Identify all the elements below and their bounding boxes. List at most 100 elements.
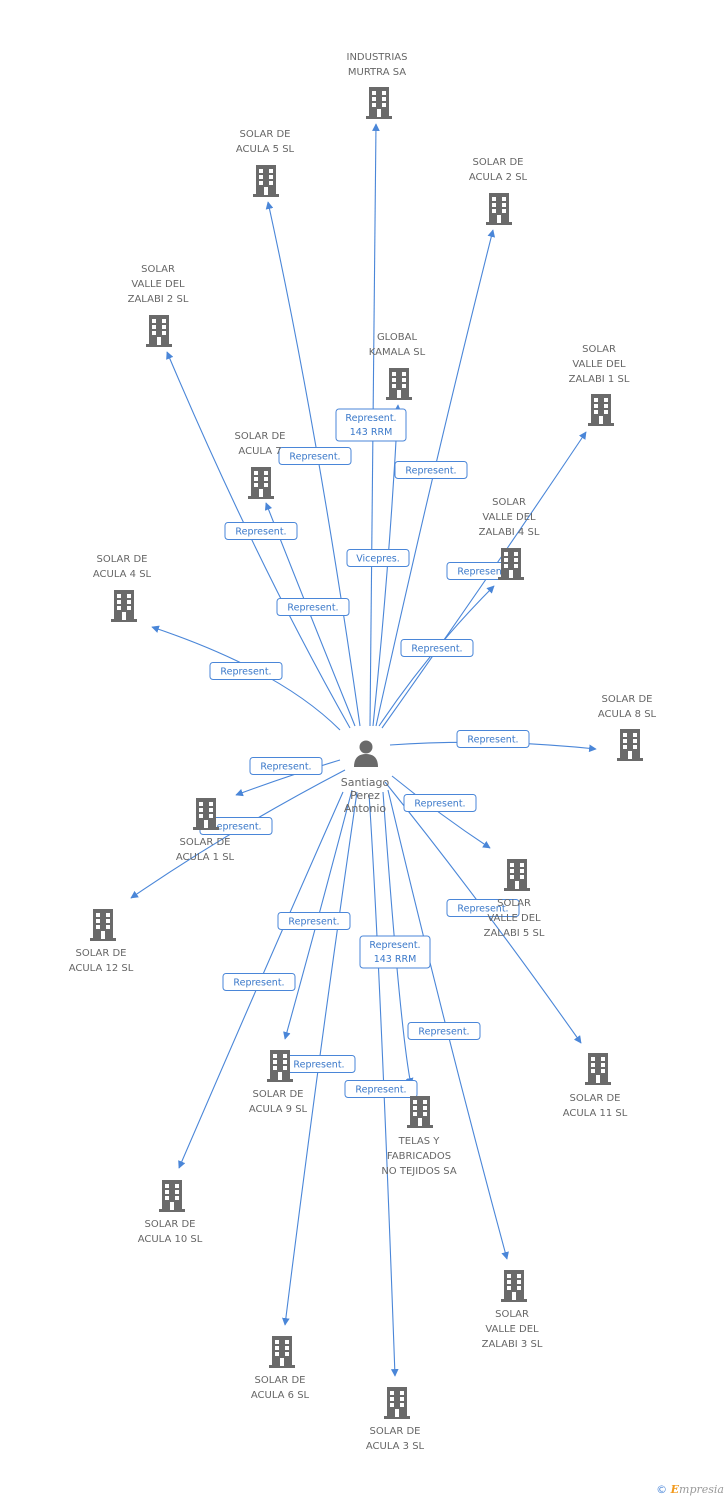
company-name-line[interactable]: SOLAR DE — [569, 1093, 620, 1104]
edge-label-industrias-murtra[interactable]: Represent.143 RRM — [335, 408, 407, 442]
edge-label-solar-de-acula-7[interactable]: Represent. — [276, 598, 350, 616]
person-icon[interactable] — [354, 740, 378, 768]
company-node-solar-de-acula-10[interactable]: SOLAR DE ACULA 10 SL — [138, 1180, 203, 1245]
company-name-line[interactable]: ACULA 1 SL — [176, 852, 235, 863]
company-name-line[interactable]: SOLAR DE — [239, 129, 290, 140]
company-name-line[interactable]: FABRICADOS — [387, 1151, 451, 1162]
edge-label-solar-de-acula-11[interactable]: Represent. — [446, 899, 520, 917]
building-icon[interactable] — [501, 1270, 527, 1302]
company-node-solar-de-acula-8[interactable]: SOLAR DE ACULA 8 SL — [598, 694, 657, 761]
company-name-line[interactable]: SOLAR DE — [179, 837, 230, 848]
building-icon[interactable] — [366, 87, 392, 119]
company-node-solar-de-acula-12[interactable]: SOLAR DE ACULA 12 SL — [69, 909, 134, 974]
company-name-line[interactable]: SOLAR — [495, 1309, 529, 1320]
edge-label-telas-y-fabricados[interactable]: Represent. — [344, 1080, 418, 1098]
company-name-line[interactable]: SOLAR DE — [369, 1426, 420, 1437]
company-name-line[interactable]: MURTRA SA — [348, 67, 406, 78]
company-name-line[interactable]: SOLAR DE — [254, 1375, 305, 1386]
company-name-line[interactable]: ACULA 5 SL — [236, 144, 295, 155]
company-name-line[interactable]: GLOBAL — [377, 332, 418, 343]
company-name-line[interactable]: SOLAR — [141, 264, 175, 275]
company-node-solar-de-acula-9[interactable]: SOLAR DE ACULA 9 SL — [249, 1050, 308, 1115]
company-node-solar-de-acula-1[interactable]: SOLAR DE ACULA 1 SL — [176, 798, 235, 863]
edge-label-solar-valle-del-zalabi-3[interactable]: Represent. — [407, 1022, 481, 1040]
company-name-line[interactable]: VALLE DEL — [572, 359, 626, 370]
person-name-line[interactable]: Antonio — [344, 802, 387, 815]
company-name-line[interactable]: ZALABI 2 SL — [128, 294, 189, 305]
building-icon[interactable] — [504, 859, 530, 891]
edge-label-solar-de-acula-6[interactable]: Represent. — [282, 1055, 356, 1073]
company-name-line[interactable]: INDUSTRIAS — [347, 52, 408, 63]
edge-label-solar-de-acula-1[interactable]: Represent. — [249, 757, 323, 775]
building-icon[interactable] — [159, 1180, 185, 1212]
company-name-line[interactable]: TELAS Y — [398, 1136, 441, 1147]
company-name-line[interactable]: SOLAR DE — [75, 948, 126, 959]
person-name-line[interactable]: Perez — [350, 789, 380, 802]
company-name-line[interactable]: ACULA 8 SL — [598, 709, 657, 720]
building-icon[interactable] — [585, 1053, 611, 1085]
company-name-line[interactable]: ACULA 6 SL — [251, 1390, 310, 1401]
company-name-line[interactable]: ACULA 9 SL — [249, 1104, 308, 1115]
edge-label-solar-de-acula-4[interactable]: Represent. — [209, 662, 283, 680]
company-name-line[interactable]: VALLE DEL — [131, 279, 185, 290]
building-icon[interactable] — [90, 909, 116, 941]
company-name-line[interactable]: ZALABI 4 SL — [479, 527, 540, 538]
edge-label-solar-valle-del-zalabi-2[interactable]: Represent. — [224, 522, 298, 540]
company-name-line[interactable]: ACULA 3 SL — [366, 1441, 425, 1452]
building-icon[interactable] — [253, 165, 279, 197]
company-name-line[interactable]: ACULA 2 SL — [469, 172, 528, 183]
edge-label-solar-de-acula-5[interactable]: Represent. — [278, 447, 352, 465]
building-icon[interactable] — [146, 315, 172, 347]
edge-label-global-kamala[interactable]: Vicepres. — [346, 549, 410, 567]
company-name-line[interactable]: ACULA 10 SL — [138, 1234, 203, 1245]
edge-label-solar-de-acula-9[interactable]: Represent. — [277, 912, 351, 930]
company-name-line[interactable]: NO TEJIDOS SA — [381, 1166, 456, 1177]
company-node-solar-valle-del-zalabi-4[interactable]: SOLAR VALLE DEL ZALABI 4 SL — [479, 497, 540, 580]
company-node-global-kamala[interactable]: GLOBAL KAMALA SL — [369, 332, 426, 400]
building-icon[interactable] — [267, 1050, 293, 1082]
building-icon[interactable] — [407, 1096, 433, 1128]
building-icon[interactable] — [386, 368, 412, 400]
company-node-solar-de-acula-5[interactable]: SOLAR DE ACULA 5 SL — [236, 129, 295, 197]
company-name-line[interactable]: VALLE DEL — [485, 1324, 539, 1335]
building-icon[interactable] — [486, 193, 512, 225]
edge-label-solar-de-acula-10[interactable]: Represent. — [222, 973, 296, 991]
company-node-solar-valle-del-zalabi-1[interactable]: SOLAR VALLE DEL ZALABI 1 SL — [569, 344, 630, 426]
building-icon[interactable] — [111, 590, 137, 622]
edge-label-solar-de-acula-3[interactable]: Represent.143 RRM — [359, 935, 431, 969]
company-name-line[interactable]: SOLAR — [582, 344, 616, 355]
edge-label-solar-valle-del-zalabi-4[interactable]: Represent. — [400, 639, 474, 657]
company-node-solar-de-acula-7[interactable]: SOLAR DE ACULA 7 — [234, 431, 286, 499]
building-icon[interactable] — [384, 1387, 410, 1419]
company-name-line[interactable]: SOLAR DE — [252, 1089, 303, 1100]
edge-label-solar-valle-del-zalabi-5[interactable]: Represent. — [403, 794, 477, 812]
company-node-solar-de-acula-2[interactable]: SOLAR DE ACULA 2 SL — [469, 157, 528, 225]
building-icon[interactable] — [269, 1336, 295, 1368]
company-node-industrias-murtra[interactable]: INDUSTRIAS MURTRA SA — [347, 52, 408, 119]
company-name-line[interactable]: SOLAR — [497, 898, 531, 909]
company-name-line[interactable]: VALLE DEL — [482, 512, 536, 523]
company-name-line[interactable]: ACULA 7 — [238, 446, 281, 457]
company-node-solar-valle-del-zalabi-3[interactable]: SOLAR VALLE DEL ZALABI 3 SL — [482, 1270, 543, 1350]
building-icon[interactable] — [193, 798, 219, 830]
company-name-line[interactable]: SOLAR DE — [234, 431, 285, 442]
company-name-line[interactable]: SOLAR DE — [144, 1219, 195, 1230]
company-node-telas-y-fabricados[interactable]: TELAS Y FABRICADOS NO TEJIDOS SA — [381, 1096, 457, 1177]
edge-label-solar-de-acula-2[interactable]: Represent. — [394, 461, 468, 479]
building-icon[interactable] — [498, 548, 524, 580]
company-name-line[interactable]: ACULA 12 SL — [69, 963, 134, 974]
company-name-line[interactable]: SOLAR — [492, 497, 526, 508]
company-name-line[interactable]: ZALABI 1 SL — [569, 374, 630, 385]
company-name-line[interactable]: ACULA 4 SL — [93, 569, 152, 580]
company-name-line[interactable]: KAMALA SL — [369, 347, 426, 358]
company-name-line[interactable]: SOLAR DE — [601, 694, 652, 705]
company-name-line[interactable]: ZALABI 5 SL — [484, 928, 545, 939]
building-icon[interactable] — [617, 729, 643, 761]
company-name-line[interactable]: ZALABI 3 SL — [482, 1339, 543, 1350]
company-name-line[interactable]: SOLAR DE — [472, 157, 523, 168]
building-icon[interactable] — [588, 394, 614, 426]
